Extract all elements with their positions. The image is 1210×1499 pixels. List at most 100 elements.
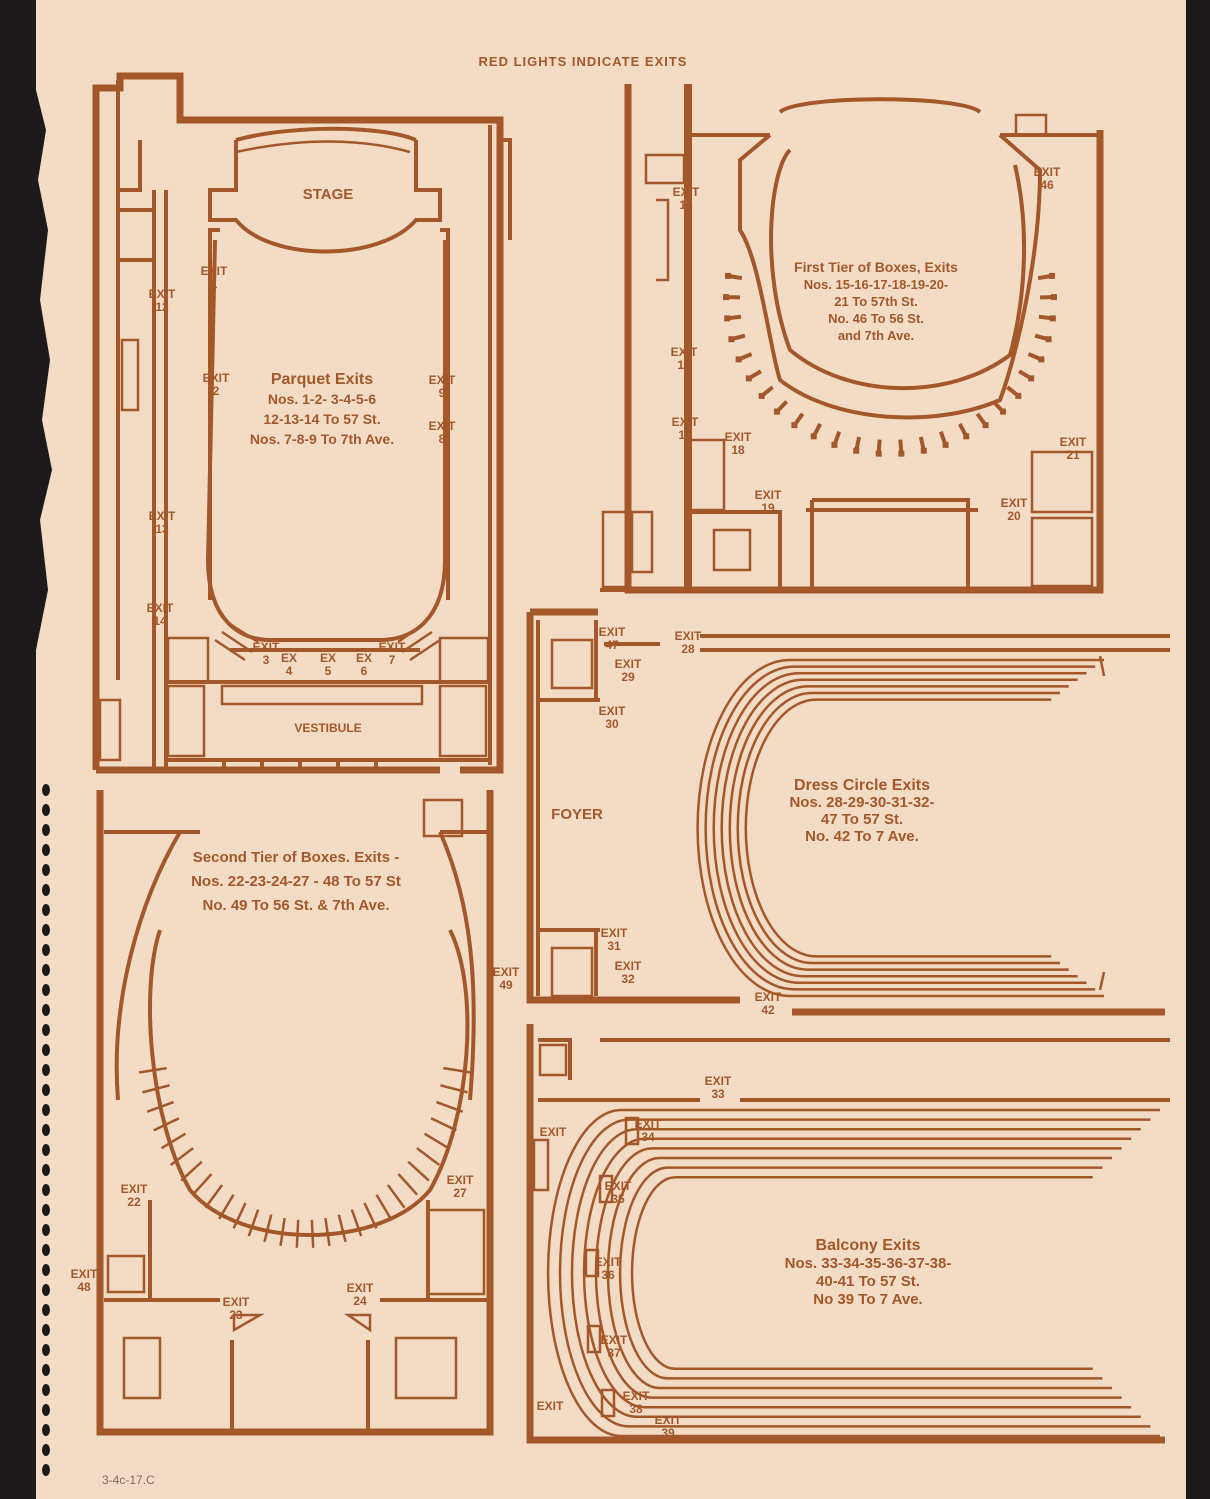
binding-hole (42, 1364, 50, 1376)
box-divider (407, 1160, 430, 1182)
exit-number: 48 (77, 1280, 91, 1294)
exit-word: EXIT (615, 657, 642, 671)
exit-number: 7 (389, 653, 396, 667)
balcony-row (606, 1156, 1112, 1390)
exit-marker-p-exit-6: EX6 (356, 651, 372, 678)
exit-number: 24 (353, 1294, 367, 1308)
binding-hole (42, 1104, 50, 1116)
box-divider (180, 1160, 203, 1182)
box-divider (204, 1184, 224, 1209)
box-marker (853, 447, 860, 454)
exit-word: EXIT (655, 1413, 682, 1427)
exit-word: EXIT (755, 990, 782, 1004)
exit-number: 15 (677, 358, 691, 372)
exit-word: EXIT (599, 625, 626, 639)
box-marker (875, 450, 882, 457)
exit-word: EXIT (121, 1182, 148, 1196)
box-marker (831, 441, 838, 448)
balcony-box (598, 1174, 614, 1204)
binding-hole (42, 1464, 50, 1476)
binding-hole (42, 1204, 50, 1216)
exit-number: 14 (153, 614, 167, 628)
balcony-box (584, 1248, 600, 1278)
box-divider (138, 1066, 167, 1074)
box-marker (758, 392, 765, 399)
binding-hole (42, 1064, 50, 1076)
exit-number: 3 (263, 653, 270, 667)
exit-number: 34 (641, 1130, 655, 1144)
exit-number: 9 (439, 386, 446, 400)
exit-number: 1 (211, 277, 218, 291)
dress-circle-row (712, 671, 1087, 985)
binding-hole (42, 804, 50, 816)
binding-hole (42, 1404, 50, 1416)
exit-number: 23 (229, 1308, 243, 1322)
exit-word: EXIT (673, 185, 700, 199)
exit-word: EXIT (671, 345, 698, 359)
exit-number: 47 (605, 638, 619, 652)
box-divider (247, 1209, 260, 1237)
foyer-label: FOYER (551, 806, 603, 823)
box-marker (1050, 294, 1057, 301)
balcony-row (618, 1166, 1103, 1380)
binding-hole (42, 1044, 50, 1056)
exit-number: 28 (681, 642, 695, 656)
box-marker (724, 315, 731, 322)
second-tier-caption: Second Tier of Boxes. Exits -Nos. 22-23-… (191, 849, 401, 914)
dress_circle-caption-line: 47 To 57 St. (821, 811, 903, 828)
box-divider (295, 1219, 300, 1248)
dress_circle-caption-line: Dress Circle Exits (794, 777, 930, 794)
exit-word: EX (281, 651, 297, 665)
exit-word: EXIT (149, 509, 176, 523)
box-divider (443, 1066, 472, 1074)
exit-word: EXIT (493, 965, 520, 979)
exit-number: 30 (605, 717, 619, 731)
box-divider (397, 1173, 419, 1196)
parquet-caption-line: 12-13-14 To 57 St. (263, 411, 380, 427)
balcony-box (586, 1324, 602, 1354)
binding-hole (42, 1384, 50, 1396)
binding-hole (42, 1024, 50, 1036)
header-title: RED LIGHTS INDICATE EXITS (479, 54, 688, 69)
exit-number: 27 (453, 1186, 467, 1200)
balcony-caption-line: No 39 To 7 Ave. (813, 1291, 922, 1308)
balcony-row (630, 1175, 1093, 1371)
box-marker (810, 433, 817, 440)
second-tier-plan: Second Tier of Boxes. Exits -Nos. 22-23-… (71, 790, 520, 1436)
exit-number: 42 (761, 1003, 775, 1017)
exit-number: 37 (607, 1346, 621, 1360)
exit-marker-p-exit-4: EX4 (281, 651, 297, 678)
balcony-box (600, 1388, 616, 1418)
box-divider (363, 1202, 378, 1229)
first_tier-caption-line: First Tier of Boxes, Exits (794, 259, 958, 275)
exit-word: EXIT (599, 704, 626, 718)
exit-word: EXIT (623, 1389, 650, 1403)
exit-marker-p-exit-5: EX5 (320, 651, 336, 678)
exit-number: 29 (621, 670, 635, 684)
exit-word: EXIT (605, 1179, 632, 1193)
exit-number: 46 (1040, 178, 1054, 192)
box-divider (142, 1084, 170, 1094)
balcony-row (546, 1108, 1160, 1438)
box-divider (440, 1084, 468, 1094)
exit-word: EXIT (755, 488, 782, 502)
dress-circle-row (728, 685, 1069, 971)
box-marker (1045, 336, 1052, 343)
box-marker (982, 422, 989, 429)
dress-circle-row (744, 698, 1052, 958)
balcony-row (594, 1147, 1122, 1399)
dress-circle-row (720, 678, 1078, 978)
